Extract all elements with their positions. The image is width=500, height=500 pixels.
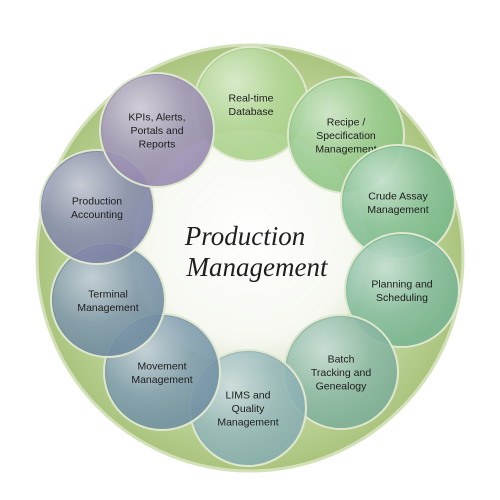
- center-title-line-2: Management: [186, 252, 329, 282]
- module-label-line: Real-time: [229, 92, 274, 104]
- module-label-line: Crude Assay: [368, 190, 428, 202]
- module-label-line: Reports: [139, 139, 176, 151]
- center-title: Production Management: [184, 221, 329, 282]
- module-label-line: Terminal: [88, 288, 128, 300]
- module-label-line: Genealogy: [316, 381, 368, 393]
- module-label-line: Tracking and: [311, 367, 371, 379]
- center-title-line-1: Production: [184, 221, 306, 251]
- module-bubble-shine: [286, 317, 396, 427]
- module-label-line: Management: [77, 302, 138, 314]
- module-bubble-shine: [42, 152, 152, 262]
- module-label-line: Management: [131, 374, 192, 386]
- module-label-line: Database: [229, 106, 274, 118]
- module-bubble-shine: [196, 49, 306, 159]
- module-label-line: Accounting: [71, 209, 123, 221]
- module-label-line: Production: [72, 195, 122, 207]
- module-label-line: Recipe /: [327, 117, 366, 129]
- module-bubble-shine: [343, 147, 453, 257]
- module-label-line: Batch: [328, 354, 355, 366]
- module-label-line: KPIs, Alerts,: [128, 112, 185, 124]
- module-label-line: Planning and: [371, 278, 432, 290]
- module-label-line: Management: [367, 204, 428, 216]
- module-label-line: Scheduling: [376, 292, 428, 304]
- module-label-line: Specification: [316, 130, 376, 142]
- module-label-line: Quality: [232, 403, 265, 415]
- module-label-line: Movement: [137, 360, 186, 372]
- module-label-line: LIMS and: [226, 390, 271, 402]
- module-bubble-shine: [102, 75, 212, 185]
- module-label-line: Management: [315, 144, 376, 156]
- module-bubble-shine: [53, 245, 163, 355]
- module-label-line: Management: [217, 417, 278, 429]
- center-disc: [132, 130, 368, 366]
- module-bubble-shine: [347, 235, 457, 345]
- module-label-line: Portals and: [130, 125, 183, 137]
